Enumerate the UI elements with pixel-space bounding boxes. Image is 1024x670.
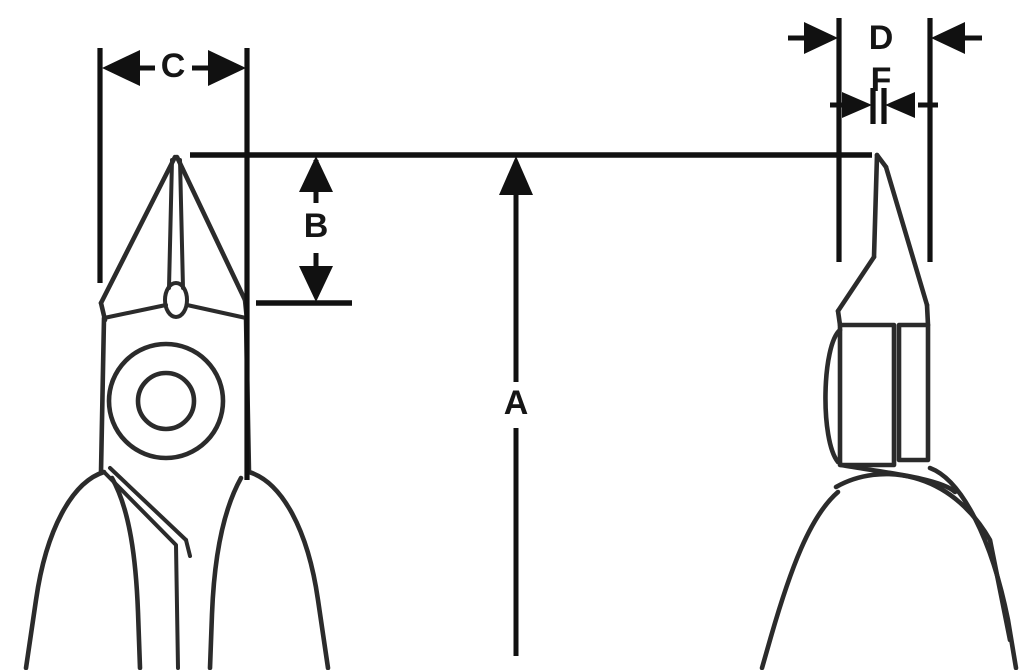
side-view-group bbox=[759, 152, 1019, 670]
side-jaw-shoulder-step bbox=[835, 254, 877, 314]
dimension-f-arrowhead-right bbox=[885, 92, 915, 118]
jaw-right-flank bbox=[174, 154, 248, 303]
dimension-d-group: D bbox=[788, 18, 982, 262]
side-handle-outer-arch-left bbox=[759, 489, 841, 670]
right-handle-inner-curve bbox=[207, 475, 244, 670]
jaw-right-inner-shoulder bbox=[185, 303, 248, 320]
dimension-a-arrowhead-up bbox=[499, 156, 533, 195]
jaw-left-flank bbox=[98, 154, 178, 306]
dimension-f-group: F bbox=[830, 61, 938, 124]
left-handle-outer-curve bbox=[23, 469, 107, 670]
side-front-to-head bbox=[924, 302, 931, 328]
dimension-f-arrowhead-left bbox=[842, 92, 872, 118]
pivot-rivet-outer-ring bbox=[106, 341, 226, 461]
dimension-d-label: D bbox=[869, 19, 894, 57]
right-handle-joint bbox=[184, 538, 192, 558]
dimension-d-arrowhead-left bbox=[804, 22, 838, 54]
side-jaw-back-edge bbox=[871, 152, 880, 260]
jaw-left-inner-shoulder bbox=[102, 303, 168, 320]
left-handle-spine bbox=[102, 470, 180, 670]
pivot-rivet-inner-ring bbox=[135, 370, 197, 432]
side-head-block bbox=[837, 322, 897, 468]
dimension-b-arrowhead-up bbox=[299, 156, 333, 192]
side-jaw-front-taper bbox=[883, 164, 930, 308]
left-handle-spine-parallel bbox=[108, 466, 188, 542]
side-handle-outer-arch-right bbox=[833, 471, 1013, 643]
dimension-a-group: A bbox=[499, 156, 533, 656]
side-handle-inner-arch-right bbox=[927, 465, 1019, 670]
side-head-block-rear bbox=[896, 322, 931, 463]
right-handle-outer-curve bbox=[246, 469, 331, 670]
dimension-b-label: B bbox=[304, 207, 329, 245]
dimension-d-arrowhead-right bbox=[931, 22, 965, 54]
dimension-c-label: C bbox=[161, 47, 186, 85]
dimension-c-arrowhead-left bbox=[102, 50, 140, 86]
jaw-spine-left bbox=[167, 158, 174, 290]
jaw-spine-right bbox=[178, 158, 185, 290]
dimension-b-arrowhead-down bbox=[299, 266, 333, 302]
jaw-bevel-oval bbox=[163, 281, 189, 319]
left-handle-inner-curve bbox=[109, 475, 143, 670]
dimension-a-label: A bbox=[504, 384, 529, 422]
dimension-c-arrowhead-right bbox=[208, 50, 246, 86]
side-pivot-boss-bulge bbox=[823, 327, 843, 465]
side-shoulder-to-head bbox=[835, 308, 843, 328]
dimension-b-group: B bbox=[256, 156, 352, 306]
head-left-wall bbox=[98, 315, 107, 475]
dimension-c-group: C bbox=[97, 47, 250, 480]
